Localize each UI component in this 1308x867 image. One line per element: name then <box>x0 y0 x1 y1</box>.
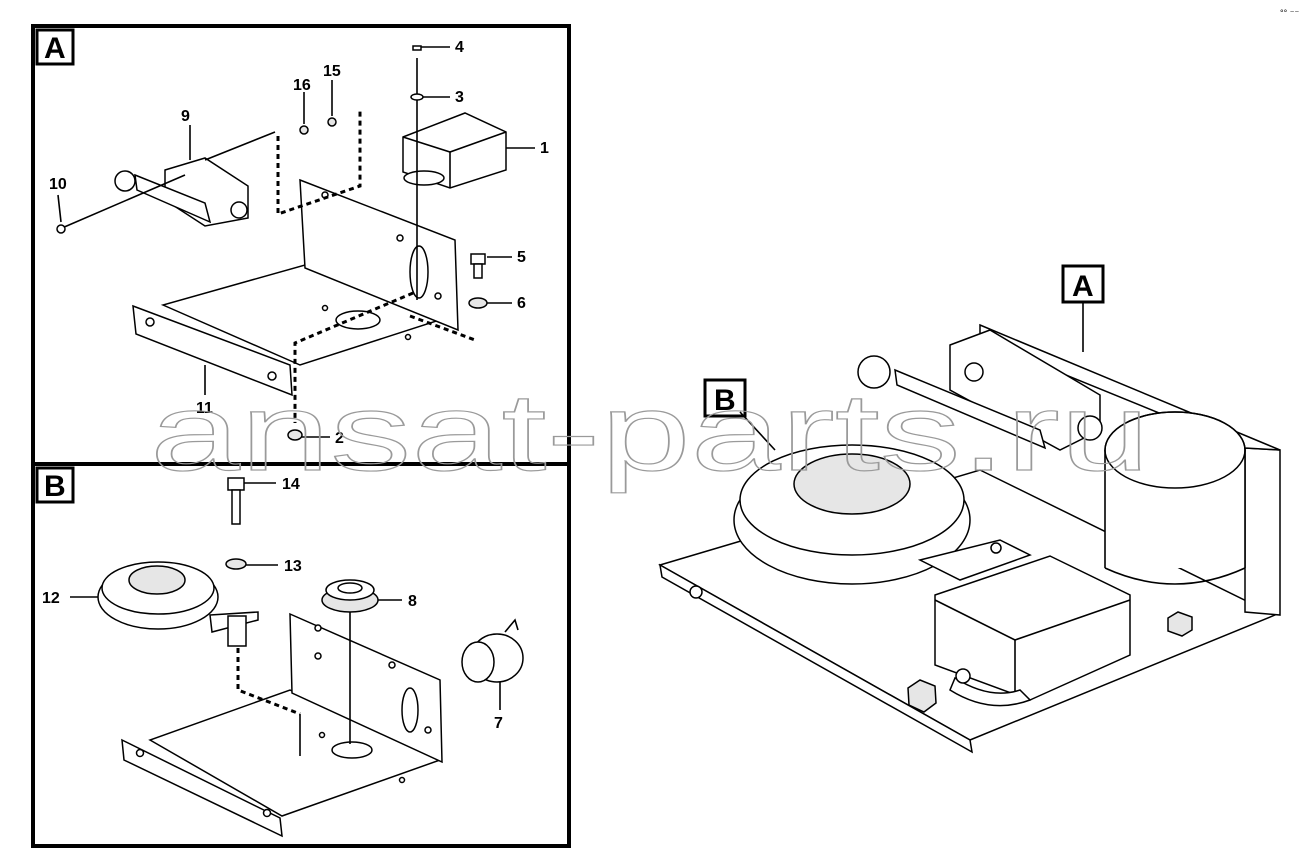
dashed-guide-a2 <box>293 291 414 423</box>
part-13-washer <box>225 558 247 570</box>
callout-14: 14 <box>282 476 300 493</box>
callout-6: 6 <box>517 295 526 312</box>
part-10-screw <box>61 174 186 229</box>
assembly-tag-b: B <box>714 384 736 417</box>
callout-9: 9 <box>181 108 190 125</box>
callout-11: 11 <box>196 400 213 417</box>
part-5-bolt <box>470 253 486 265</box>
part-3-washer <box>410 93 424 101</box>
callout-16: 16 <box>293 77 311 94</box>
assembly-tag-a: A <box>1072 270 1094 303</box>
part-16-nut <box>299 125 309 135</box>
callout-4: 4 <box>455 39 464 56</box>
callout-2: 2 <box>335 430 344 447</box>
part-2-nut <box>287 429 303 441</box>
corner-mark: °° ⁻⁻ <box>1280 8 1299 18</box>
dashed-guide-b1 <box>236 648 301 716</box>
view-a-tag: A <box>44 32 66 65</box>
dashed-guide-a3 <box>409 314 476 342</box>
callout-1: 1 <box>540 140 549 157</box>
part-7-cap <box>461 618 524 683</box>
part-8-grommet <box>321 579 379 613</box>
part-15-washer <box>327 117 337 127</box>
callout-15: 15 <box>323 63 341 80</box>
part-4-screw <box>412 45 422 51</box>
callout-8: 8 <box>408 593 417 610</box>
callout-10: 10 <box>49 176 67 193</box>
part-6-washer <box>468 297 488 309</box>
callout-13: 13 <box>284 558 302 575</box>
view-b-tag: B <box>44 470 66 503</box>
dashed-guide-a1 <box>276 108 362 217</box>
assembly-tag-a-box <box>1061 264 1105 304</box>
callout-5: 5 <box>517 249 526 266</box>
view-a-tag-box <box>35 28 75 66</box>
bracket-b <box>121 612 443 838</box>
callout-7: 7 <box>494 715 503 732</box>
callout-12: 12 <box>42 590 60 607</box>
watermark: ansat-parts.ru <box>150 371 1150 494</box>
bracket-a <box>132 178 459 397</box>
assembly-tag-b-box <box>703 378 747 418</box>
part-9-switch-assembly <box>114 125 276 227</box>
view-b-tag-box <box>35 466 75 504</box>
part-12-horn <box>97 561 259 647</box>
assembled-view <box>658 323 1281 754</box>
callout-3: 3 <box>455 89 464 106</box>
part-1-box <box>402 112 507 189</box>
view-b-frame <box>31 462 571 848</box>
